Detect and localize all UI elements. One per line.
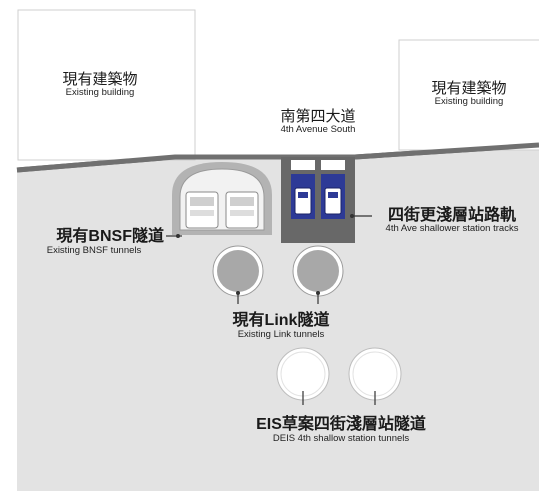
bnsf-train-right [225, 191, 259, 229]
street-en: 4th Avenue South [280, 124, 356, 136]
deis-zh-bold: EIS [256, 416, 282, 433]
bnsf-zh: 現有BNSF隧道 [24, 226, 164, 246]
link-tunnel-left [212, 245, 264, 297]
station-box-base [281, 219, 355, 243]
shallow-tracks-en: 4th Ave shallower station tracks [385, 223, 519, 235]
deis-tunnel-left [276, 347, 330, 401]
building-right-label: 現有建築物 Existing building [409, 79, 529, 108]
link-leader-left-dot [236, 291, 240, 295]
link-label: 現有Link隧道 Existing Link tunnels [206, 310, 356, 341]
station-train-right [324, 187, 342, 215]
deis-zh-suffix: 草案四街淺層站隧道 [281, 414, 426, 433]
station-box-top-right [321, 160, 345, 170]
link-zh-bold: Link [264, 312, 298, 329]
station-train-left [294, 187, 312, 215]
link-zh-suffix: 隧道 [297, 310, 330, 329]
link-leader-right-dot [316, 291, 320, 295]
deis-en: DEIS 4th shallow station tunnels [272, 433, 410, 445]
building-right-outline [398, 39, 539, 151]
building-left-en: Existing building [65, 87, 135, 99]
deis-zh: EIS草案四街淺層站隧道 [236, 414, 446, 434]
station-box-top-left [291, 160, 315, 170]
link-en: Existing Link tunnels [237, 329, 325, 341]
ground-area [17, 145, 539, 491]
building-left-label: 現有建築物 Existing building [40, 70, 160, 99]
bnsf-en: Existing BNSF tunnels [46, 245, 142, 257]
shallow-tracks-label: 四街更淺層站路軌 4th Ave shallower station track… [372, 205, 532, 235]
bnsf-leader-dot [176, 234, 180, 238]
building-left-outline [17, 9, 196, 161]
building-left-zh: 現有建築物 [62, 70, 138, 88]
deis-label: EIS草案四街淺層站隧道 DEIS 4th shallow station tu… [236, 414, 446, 445]
bnsf-label: 現有BNSF隧道 Existing BNSF tunnels [24, 226, 164, 257]
building-right-en: Existing building [434, 96, 504, 108]
station-leader-dot [350, 214, 354, 218]
building-right-zh: 現有建築物 [431, 79, 507, 97]
street-zh: 南第四大道 [280, 107, 356, 125]
link-tunnel-right [292, 245, 344, 297]
bnsf-train-left [185, 191, 219, 229]
link-zh-prefix: 現有 [232, 310, 265, 329]
link-zh: 現有Link隧道 [206, 310, 356, 330]
bnsf-zh-suffix: 隧道 [131, 226, 164, 245]
shallow-tracks-zh: 四街更淺層站路軌 [387, 205, 516, 224]
deis-tunnel-right [348, 347, 402, 401]
bnsf-zh-prefix: 現有 [56, 226, 89, 245]
street-label: 南第四大道 4th Avenue South [253, 107, 383, 136]
bnsf-zh-bold: BNSF [88, 228, 132, 245]
ground-surface-line-overlay [16, 142, 539, 173]
